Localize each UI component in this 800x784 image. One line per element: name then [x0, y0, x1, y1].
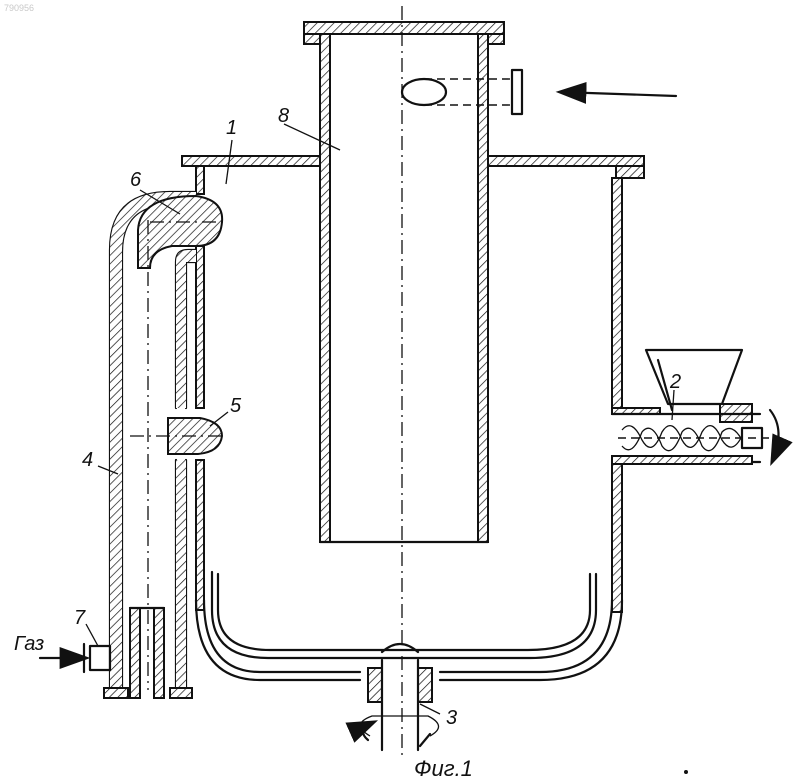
vessel-lid: [182, 156, 644, 178]
watermark-text: 790956: [4, 3, 34, 13]
shaft-3: [360, 644, 438, 750]
gas-inlet-7: [40, 608, 164, 698]
label-2: 2: [669, 371, 681, 393]
label-7: 7: [74, 607, 86, 629]
label-6: 6: [130, 169, 142, 191]
vessel-body: [196, 166, 622, 680]
label-1: 1: [226, 117, 237, 139]
label-4: 4: [82, 449, 93, 471]
label-8: 8: [278, 105, 289, 127]
screw-feeder-2: [612, 350, 780, 464]
stray-dot: [684, 770, 688, 774]
label-3: 3: [446, 707, 457, 729]
figure-caption: Фиг.1: [414, 756, 473, 781]
label-5: 5: [230, 395, 242, 417]
gas-label: Газ: [14, 633, 44, 655]
